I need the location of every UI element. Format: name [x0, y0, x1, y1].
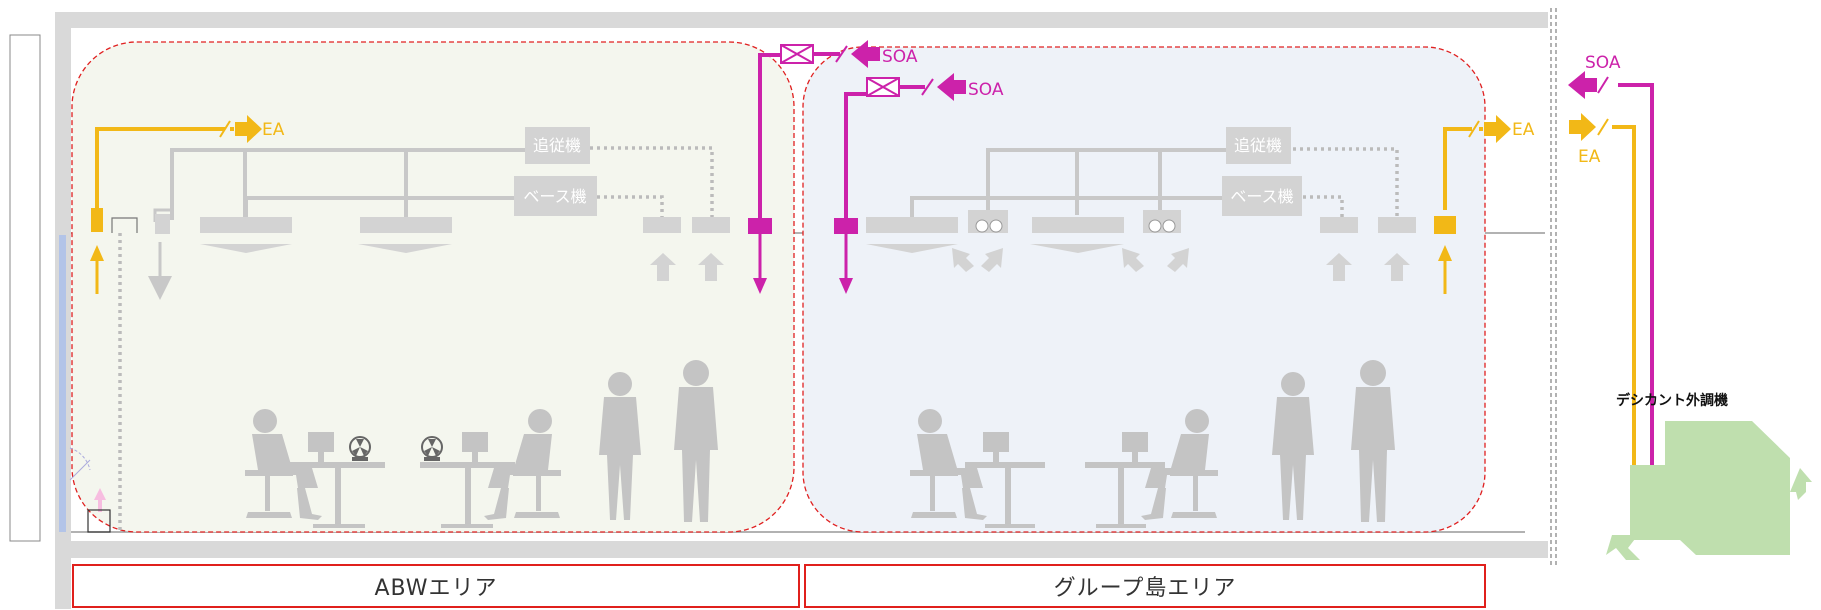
right-ceiling-diffusers: [866, 210, 1416, 281]
ea-label-outdoor: EA: [1578, 147, 1601, 167]
group-zone-boundary: [802, 46, 1486, 533]
left-ceiling-diffusers: [155, 214, 730, 281]
supply-duct-left: [748, 40, 880, 294]
follower-unit-left-label: 追従機: [533, 136, 581, 155]
follower-unit-right-label: 追従機: [1234, 136, 1282, 155]
base-unit-right-label: ベース機: [1230, 187, 1293, 206]
follower-unit-right-box: [1226, 127, 1291, 164]
ea-label-right-zone: EA: [1512, 120, 1535, 140]
office-silhouettes-left: [245, 360, 718, 528]
exhaust-duct-left: [90, 115, 262, 294]
supply-duct-right: [834, 73, 966, 294]
abw-area-label: ABWエリア: [374, 576, 498, 601]
office-silhouettes-right: [910, 360, 1395, 528]
base-unit-left-label: ベース機: [523, 187, 586, 206]
outdoor-exhaust-line: [1569, 113, 1636, 470]
left-duct-dotted: [118, 146, 714, 530]
left-duct-system: [170, 148, 525, 220]
follower-unit-left-box: [525, 127, 590, 164]
base-unit-left-box: [514, 176, 597, 216]
exhaust-grille-left: [111, 217, 138, 233]
abw-area-label-box: ABWエリア: [72, 564, 800, 608]
right-duct-system: [910, 148, 1226, 218]
desk-fan-icons: [349, 436, 443, 461]
roof-slab: [55, 12, 1548, 28]
cassette-unit-fans: [975, 219, 1176, 233]
soa-label-outdoor: SOA: [1585, 53, 1621, 73]
exhaust-duct-right: [1434, 115, 1511, 294]
soa-label-right-zone: SOA: [968, 80, 1004, 100]
window-corner-details: [69, 447, 111, 533]
window-glazing: [59, 235, 66, 532]
group-area-label-box: グループ島エリア: [804, 564, 1486, 608]
desiccant-unit-shape: [1606, 421, 1812, 560]
group-area-label: グループ島エリア: [1053, 576, 1237, 601]
outdoor-supply-line: [1568, 71, 1654, 470]
desiccant-unit-label: デシカント外調機: [1616, 392, 1728, 409]
facade-panel: [9, 34, 41, 542]
soa-label-left: SOA: [882, 47, 918, 67]
base-unit-right-box: [1222, 176, 1302, 216]
floor-slab: [55, 541, 1548, 558]
right-duct-dotted: [1293, 147, 1399, 218]
ea-label-left: EA: [262, 120, 285, 140]
